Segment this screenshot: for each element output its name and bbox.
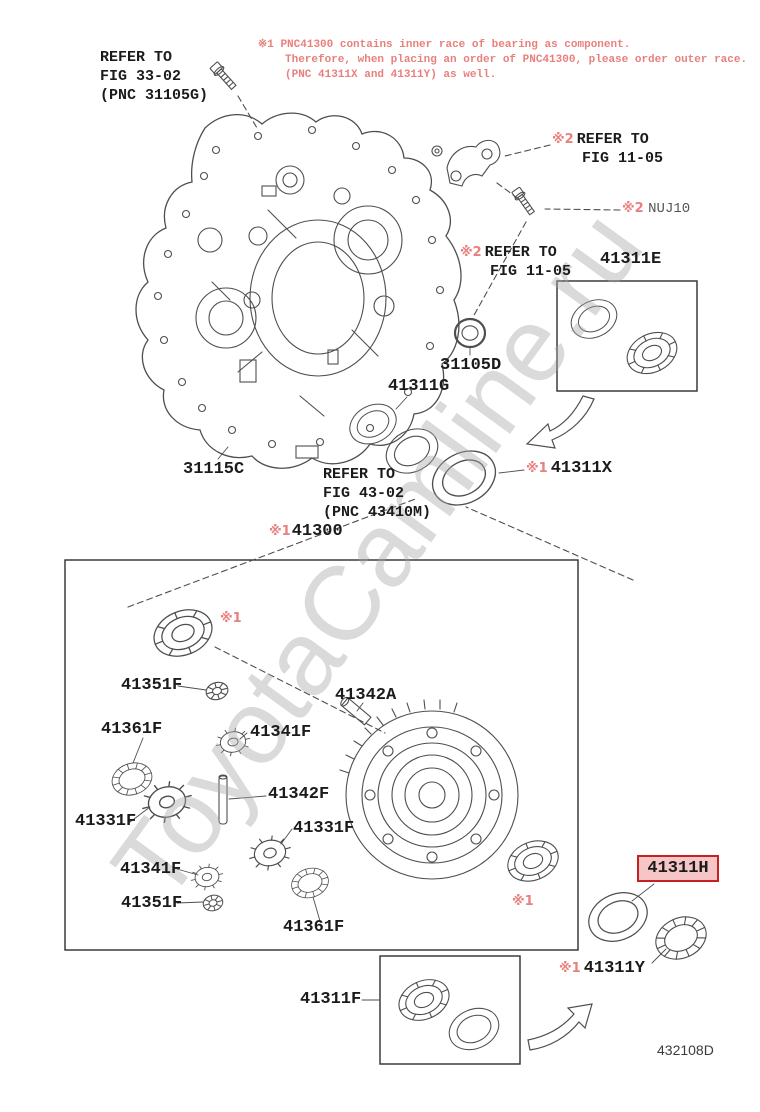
ring-41361f-top bbox=[107, 757, 157, 801]
ref-fig-43-02: REFER TO FIG 43-02 (PNC 43410M) bbox=[323, 465, 431, 522]
ref-line: FIG 11-05 bbox=[490, 263, 572, 280]
ref-line: (PNC 31105G) bbox=[100, 87, 209, 104]
box-41311f bbox=[379, 955, 521, 1065]
race-in-41311f-box bbox=[442, 1000, 506, 1058]
marker-1-bearing-left: ※1 bbox=[220, 611, 242, 626]
part-number-41351f-top: 41351F bbox=[121, 676, 183, 695]
ref-fig-33-02: REFER TO FIG 33-02 (PNC 31105G) bbox=[100, 48, 208, 105]
marker-1: ※1 bbox=[559, 961, 581, 976]
race-41311x bbox=[422, 439, 506, 517]
washer-41351f-bottom bbox=[200, 892, 226, 914]
bearing-in-41311e-box bbox=[619, 323, 685, 383]
label-41300: ※1 41300 bbox=[269, 522, 343, 541]
part-number-41351f-bottom: 41351F bbox=[121, 894, 183, 913]
part-number-41311g: 41311G bbox=[388, 377, 450, 396]
assembly-dashed-lines bbox=[127, 95, 634, 734]
diagram-code: 432108D bbox=[657, 1042, 714, 1058]
differential-case-41342a bbox=[339, 696, 519, 880]
race-in-41311e-box bbox=[564, 291, 624, 347]
ring-41361f-bottom bbox=[287, 863, 333, 903]
bolt-icon-nuj10 bbox=[510, 185, 538, 217]
pin-41342f bbox=[218, 774, 228, 825]
ring-41311h bbox=[580, 883, 656, 951]
gear-41331f-center bbox=[245, 831, 295, 875]
transaxle-housing bbox=[135, 112, 462, 469]
marker-1-bearing-right: ※1 bbox=[512, 894, 534, 909]
marker-2: ※2 bbox=[552, 132, 574, 147]
part-number-41361f-top: 41361F bbox=[101, 720, 163, 739]
marker-1: ※1 bbox=[269, 524, 291, 539]
footnote-marker: ※1 bbox=[258, 39, 274, 51]
bolt-icon-fig3302 bbox=[208, 60, 239, 92]
footnote-line3: (PNC 41311X and 41311Y) as well. bbox=[285, 69, 497, 81]
oil-seal-31105d bbox=[453, 317, 487, 349]
bracket-fig1105 bbox=[431, 139, 501, 187]
arrow-to-41311x bbox=[525, 395, 595, 449]
ref-fig-11-05-lower: ※2 REFER TO FIG 11-05 bbox=[460, 243, 571, 281]
label-nuj10: ※2 NUJ10 bbox=[622, 199, 690, 217]
ref-fig-11-05-upper: ※2 REFER TO FIG 11-05 bbox=[552, 130, 663, 168]
part-number-41311x: 41311X bbox=[550, 459, 612, 478]
marker-2: ※2 bbox=[622, 201, 644, 216]
arrow-to-41311y bbox=[527, 1003, 593, 1051]
part-number-31105d: 31105D bbox=[440, 356, 502, 375]
ring-41311y bbox=[648, 908, 714, 968]
part-number-41311e: 41311E bbox=[600, 250, 662, 269]
part-number-41311h: 41311H bbox=[647, 859, 709, 878]
ref-line: REFER TO bbox=[484, 244, 557, 261]
race-41311g-small bbox=[342, 395, 404, 453]
part-number-31115c: 31115C bbox=[183, 460, 245, 479]
part-number-41311y: 41311Y bbox=[583, 959, 645, 978]
part-number-41311f: 41311F bbox=[300, 990, 362, 1009]
box-41300 bbox=[64, 559, 579, 951]
footnote-block: ※1 PNC41300 contains inner race of beari… bbox=[258, 38, 747, 83]
label-41311x: ※1 41311X bbox=[526, 459, 612, 478]
part-number-41341f-top: 41341F bbox=[250, 723, 312, 742]
ref-line: REFER TO bbox=[576, 131, 649, 148]
diff-bearing-right bbox=[501, 833, 565, 889]
box-41311e bbox=[556, 280, 698, 392]
washer-41351f-top bbox=[203, 679, 231, 703]
bearing-in-41311f-box bbox=[391, 971, 457, 1029]
ref-line: FIG 43-02 bbox=[323, 485, 405, 502]
leader-lines bbox=[129, 347, 667, 1001]
ref-line: FIG 33-02 bbox=[100, 68, 182, 85]
label-41311y: ※1 41311Y bbox=[559, 959, 645, 978]
part-number-41331f-left: 41331F bbox=[75, 812, 137, 831]
part-number-41331f-center: 41331F bbox=[293, 819, 355, 838]
ref-line: FIG 11-05 bbox=[582, 150, 664, 167]
gear-41341f-top bbox=[213, 725, 253, 759]
part-number-41342a: 41342A bbox=[335, 686, 397, 705]
ref-line: REFER TO bbox=[100, 49, 173, 66]
part-number-41341f-bottom: 41341F bbox=[120, 860, 182, 879]
ref-line: (PNC 43410M) bbox=[323, 504, 432, 521]
part-number-41361f-bottom: 41361F bbox=[283, 918, 345, 937]
footnote-line2: Therefore, when placing an order of PNC4… bbox=[285, 54, 748, 66]
footnote-line1: PNC41300 contains inner race of bearing … bbox=[280, 39, 631, 51]
diff-bearing-left bbox=[146, 600, 220, 666]
part-number-41300: 41300 bbox=[291, 522, 343, 541]
marker-2: ※2 bbox=[460, 245, 482, 260]
gear-41341f-bottom bbox=[188, 861, 226, 893]
marker-1: ※1 bbox=[526, 461, 548, 476]
highlighted-part-41311h: 41311H bbox=[637, 855, 719, 882]
part-number-41342f: 41342F bbox=[268, 785, 330, 804]
gear-41331f-left bbox=[137, 776, 197, 828]
ref-line: REFER TO bbox=[323, 466, 396, 483]
part-number-nuj10: NUJ10 bbox=[648, 201, 691, 217]
